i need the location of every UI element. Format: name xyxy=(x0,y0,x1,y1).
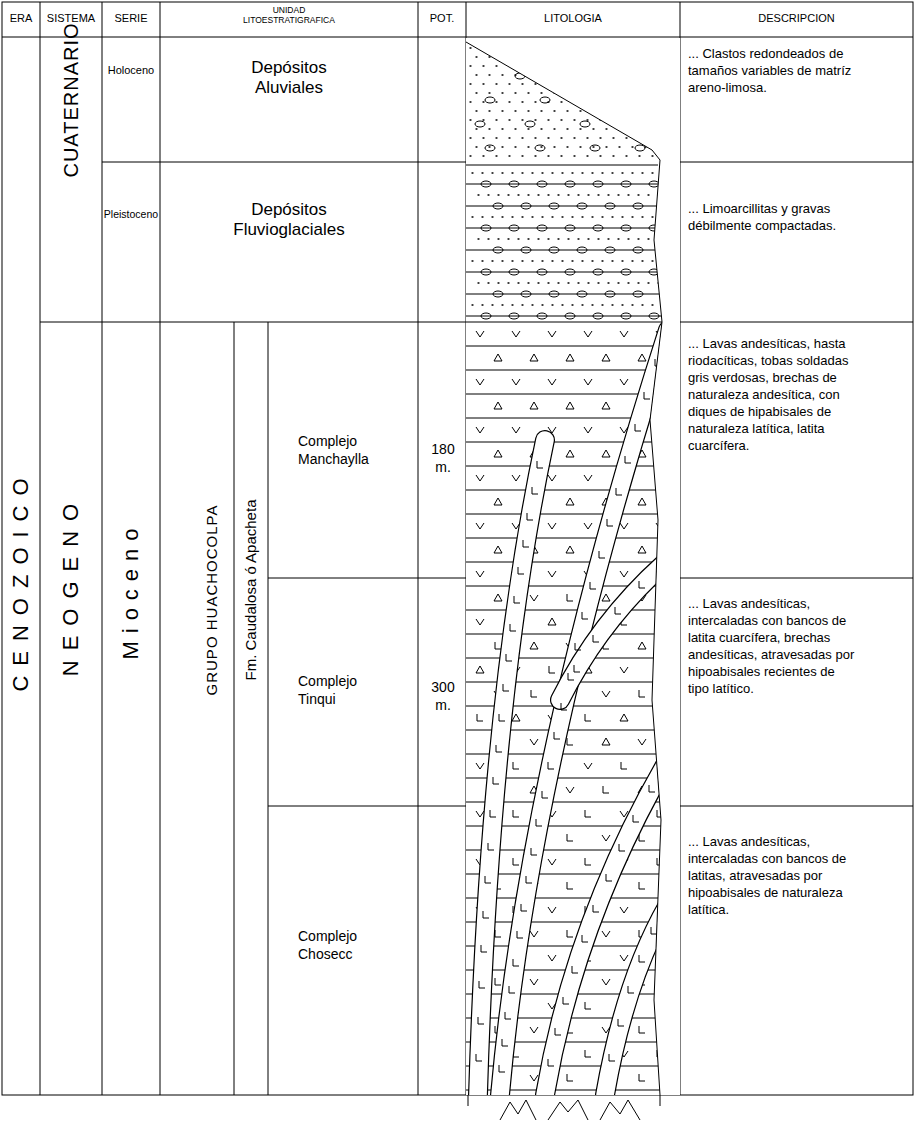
description-text: ... Lavas andesíticas, intercaladas con … xyxy=(688,833,858,918)
column-header: UNIDAD LITOESTRATIGRAFICA xyxy=(234,5,344,25)
complex-name: Complejo Tinqui xyxy=(298,672,388,708)
sand-dots xyxy=(470,48,663,305)
lithology-outline xyxy=(466,42,662,1095)
dyke-fill xyxy=(545,760,668,1095)
description-text: ... Clastos redondeados de tamaños varia… xyxy=(688,45,858,96)
series-name: Mioceno xyxy=(118,520,144,659)
column-header: SERIE xyxy=(102,12,160,25)
table-border xyxy=(2,2,913,1095)
group-name: GRUPO HUACHOCOLPA xyxy=(203,505,221,696)
description-text: ... Limoarcillitas y gravas débilmente c… xyxy=(688,200,858,234)
dyke-outline xyxy=(500,330,668,1095)
series-name: Holoceno xyxy=(102,64,160,77)
column-lines xyxy=(40,2,680,1095)
basement-zigzag xyxy=(468,1095,660,1120)
dyke-fill xyxy=(500,330,668,1095)
unit-name: Depósitos Aluviales xyxy=(224,58,354,99)
latite-symbols xyxy=(476,359,661,1072)
lithology-patterns xyxy=(466,48,668,1095)
complex-name: Complejo Chosecc xyxy=(298,927,388,963)
unit-subcolumn-lines xyxy=(234,322,268,1095)
dyke-fill xyxy=(560,560,668,700)
description-text: ... Lavas andesíticas, intercaladas con … xyxy=(688,595,858,697)
system-name: NEOGENO xyxy=(58,494,84,676)
formation-name: Fm. Caudalosa ó Apacheta xyxy=(242,500,260,681)
lithology-ground xyxy=(466,38,680,1095)
thickness-value: 180 m. xyxy=(426,440,460,476)
description-text: ... Lavas andesíticas, hasta riodacítica… xyxy=(688,335,858,454)
complex-name: Complejo Manchaylla xyxy=(298,432,388,468)
column-header: LITOLOGIA xyxy=(466,12,680,25)
era-name: CENOZOICO xyxy=(8,468,34,691)
series-name: Pleistoceno xyxy=(102,208,160,221)
column-header: ERA xyxy=(2,12,40,25)
dyke-outline xyxy=(560,560,668,700)
system-name: CUATERNARIO xyxy=(59,22,83,177)
row-lines xyxy=(2,37,913,806)
lithology-boundaries xyxy=(466,165,662,322)
thickness-value: 300 m. xyxy=(426,678,460,714)
column-header: POT. xyxy=(418,12,466,25)
unit-name: Depósitos Fluvioglaciales xyxy=(214,200,364,241)
gravel-clasts xyxy=(475,73,659,319)
column-header: DESCRIPCION xyxy=(680,12,913,25)
dyke-outline xyxy=(545,760,668,1095)
